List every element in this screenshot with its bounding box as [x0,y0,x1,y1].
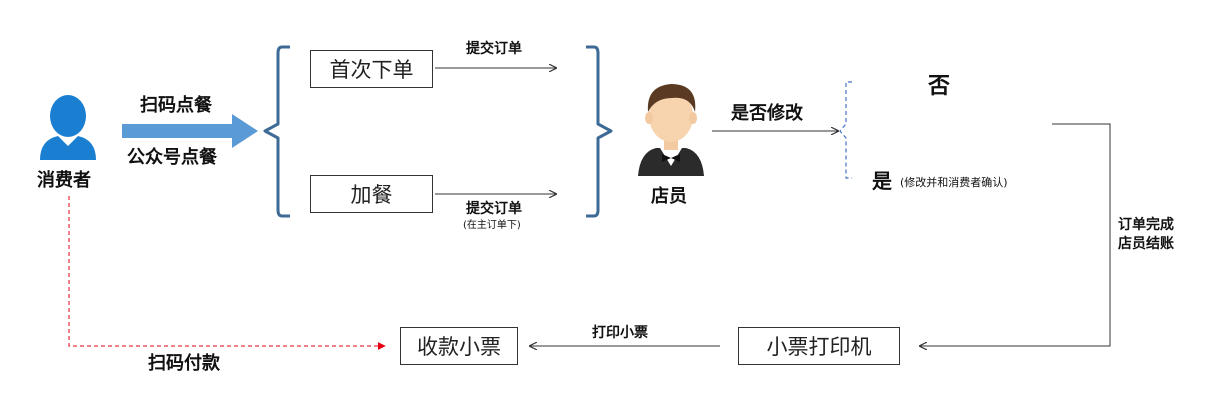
decision-bracket [839,81,852,179]
yes-label: 是 [872,169,892,193]
checkout-label-2: 店员结账 [1118,236,1174,252]
submit-order-note: (在主订单下) [463,220,521,231]
scan-pay-label: 扫码付款 [148,353,220,374]
consumer-label: 消费者 [37,170,91,191]
first-order-box: 首次下单 [310,50,433,88]
wechat-order-label: 公众号点餐 [127,147,217,168]
no-label: 否 [928,74,951,99]
left-bracket [263,45,290,218]
checkout-line [920,123,1111,346]
add-dishes-box: 加餐 [310,175,433,213]
yes-note: (修改并和消费者确认) [900,176,1008,189]
big-blue-arrow [122,114,258,148]
receipt-box: 收款小票 [400,327,518,365]
waiter-icon [638,84,704,176]
scan-pay-line [68,196,386,350]
checkout-label-1: 订单完成 [1118,217,1174,233]
submit-order-label-1: 提交订单 [466,41,522,57]
right-bracket [586,45,613,218]
scan-order-label: 扫码点餐 [140,95,212,116]
modify-question-label: 是否修改 [731,103,803,124]
user-icon [40,95,96,160]
staff-label: 店员 [651,186,687,207]
printer-box: 小票打印机 [738,327,900,365]
submit-order-label-2: 提交订单 [466,201,522,217]
print-receipt-label: 打印小票 [592,325,648,341]
